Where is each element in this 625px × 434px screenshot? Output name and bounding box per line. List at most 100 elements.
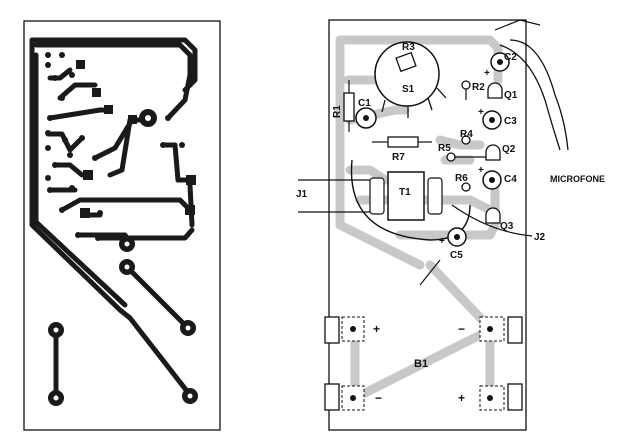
- label-c2: C2: [504, 52, 517, 63]
- label-c5: C5: [450, 250, 463, 261]
- label-microphone: MICROFONE: [550, 174, 605, 184]
- pad: [62, 137, 68, 143]
- trace-mid-8: [52, 162, 85, 178]
- trace-mid-7: [162, 142, 193, 183]
- label-r1: R1: [332, 105, 343, 118]
- pad: [69, 72, 75, 78]
- pad: [179, 142, 185, 148]
- transformer-coil-right: [427, 177, 443, 215]
- pad: [45, 175, 51, 181]
- lead-c5: [419, 259, 441, 286]
- resistor-r6: [461, 182, 471, 192]
- trace-mid-15: [107, 117, 133, 178]
- label-r7: R7: [392, 152, 405, 163]
- battery-clip-top-left: [324, 316, 340, 344]
- transformer-coil-left: [369, 177, 385, 215]
- pad: [52, 75, 58, 81]
- trace-top-bus: [29, 37, 198, 93]
- pad: [67, 152, 73, 158]
- pad: [75, 232, 81, 238]
- label-r2: R2: [472, 82, 485, 93]
- pad: [45, 62, 51, 68]
- trace-mid-2: [57, 82, 98, 101]
- b1-plus-bottom: +: [458, 391, 465, 405]
- label-s1: S1: [402, 84, 415, 95]
- pad: [45, 130, 51, 136]
- label-j1: J1: [296, 189, 308, 200]
- pad-square: [76, 60, 85, 69]
- copper-side-board: [23, 20, 221, 431]
- c5-plus: +: [439, 236, 445, 247]
- pad: [79, 135, 85, 141]
- pad-square: [185, 205, 195, 215]
- b1-minus-top: −: [458, 322, 465, 336]
- label-c3: C3: [504, 116, 517, 127]
- mic-cable-a: [509, 39, 569, 151]
- wire-j2-loop: [350, 159, 471, 241]
- mic-cable-b: [499, 44, 561, 151]
- label-r5: R5: [438, 143, 451, 154]
- battery-pad-bottom-right: [479, 385, 505, 411]
- wire-j2: [451, 204, 533, 237]
- component-side-board: R3 S1 R1 C1 R7 T1 J1 J2: [296, 19, 605, 431]
- battery-contacts: + − − + B1: [324, 316, 523, 411]
- b1-minus-bottom: −: [375, 391, 382, 405]
- label-q3: Q3: [500, 221, 514, 232]
- pad: [69, 185, 75, 191]
- pad-square: [92, 88, 101, 97]
- label-b1: B1: [414, 358, 428, 370]
- label-j2: J2: [534, 232, 546, 243]
- label-q1: Q1: [504, 90, 518, 101]
- pad: [45, 145, 51, 151]
- pad-square: [83, 170, 93, 180]
- trace-mid-6: [165, 72, 193, 121]
- transistor-q3: [485, 207, 501, 224]
- resistor-r7: [387, 136, 419, 148]
- label-r6: R6: [455, 173, 468, 184]
- c2-plus: +: [484, 68, 490, 79]
- pad: [59, 95, 65, 101]
- trace-left-bus-inner: [33, 52, 128, 308]
- resistor-r1: [343, 92, 355, 122]
- pad: [165, 115, 171, 121]
- transformer-t1: [387, 171, 425, 221]
- transistor-q1: [487, 82, 503, 99]
- pad: [52, 162, 58, 168]
- resistor-r4: [461, 135, 471, 145]
- pad-square: [128, 115, 137, 124]
- pad: [47, 187, 53, 193]
- pad-square: [80, 208, 90, 218]
- pad: [160, 142, 166, 148]
- c3-plus: +: [478, 107, 484, 118]
- battery-clip-top-right: [507, 316, 523, 344]
- potentiometer-r3: [374, 41, 440, 107]
- pad: [47, 115, 53, 121]
- c4-plus: +: [478, 165, 484, 176]
- resistor-r2: [461, 80, 471, 90]
- pad: [45, 52, 51, 58]
- label-c4: C4: [504, 174, 517, 185]
- pad: [59, 207, 65, 213]
- label-t1: T1: [399, 187, 411, 198]
- label-q2: Q2: [502, 144, 516, 155]
- pad: [97, 210, 103, 216]
- pad-holes: [53, 115, 193, 401]
- battery-clip-bottom-right: [507, 383, 523, 411]
- battery-clip-bottom-left: [324, 383, 340, 411]
- transistor-q2: [485, 144, 501, 161]
- b1-plus-top: +: [373, 322, 380, 336]
- trace-left-bus: [29, 47, 193, 398]
- label-c1: C1: [358, 98, 371, 109]
- potentiometer-legs: [381, 87, 447, 118]
- pad: [95, 235, 101, 241]
- pad-square: [104, 105, 113, 114]
- pad: [59, 52, 65, 58]
- label-r3: R3: [402, 42, 415, 53]
- label-r4: R4: [460, 129, 473, 140]
- potentiometer-slot: [395, 51, 417, 73]
- mic-cable-top: [494, 19, 541, 31]
- trace-diagonal-1: [124, 264, 191, 331]
- pad: [92, 155, 98, 161]
